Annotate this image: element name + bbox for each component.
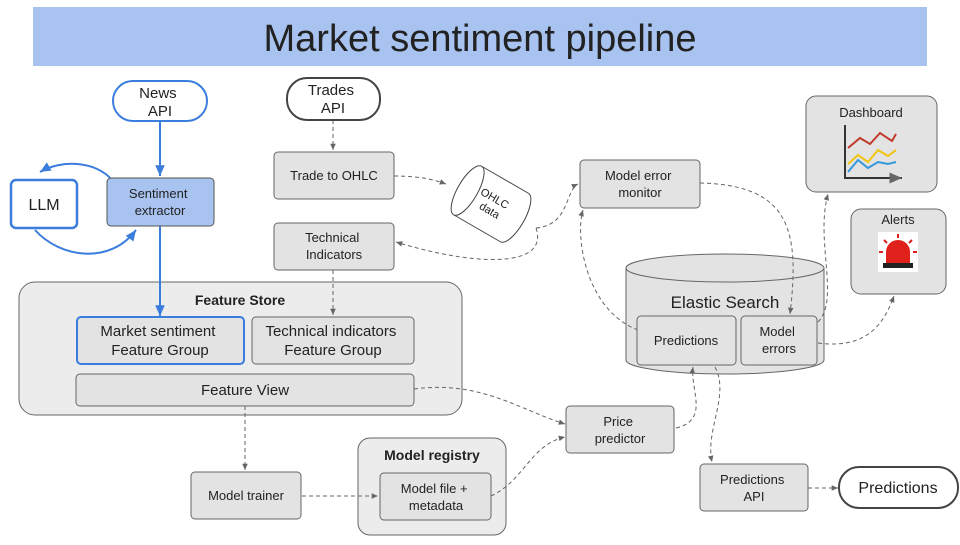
feature-view-label: Feature View [201,382,289,399]
svg-text:Model file + metadata: Model file + metadata [401,481,471,513]
model-registry-title: Model registry [384,447,480,463]
edge-llm-to-sentiment [34,229,137,255]
technical-group-line1: Technical indicators [265,323,396,340]
predictions-api-line2: API [744,489,765,504]
technical-indicators-node[interactable]: Technical Indicators [273,222,395,271]
edge-predictions-to-error-monitor [578,209,639,331]
market-sentiment-feature-group[interactable]: Market sentiment Feature Group [76,316,245,365]
predictions-output-label: Predictions [858,480,937,497]
news-api-node[interactable]: News API [112,80,208,122]
trade-to-ohlc-label: Trade to OHLC [290,168,378,183]
price-predictor-line1: Price [603,414,633,429]
svg-text:Model errors: Model errors [759,324,798,356]
edge-predictions-to-api [707,366,721,463]
title-banner: Market sentiment pipeline [33,7,927,66]
es-predictions-label: Predictions [654,333,719,348]
svg-text:Market sentiment Feature: Market sentiment Feature Group [100,323,219,359]
trades-api-line1: Trades [308,82,354,99]
model-errors-line2: errors [762,341,796,356]
technical-indicators-line2: Indicators [306,247,363,262]
model-file-line1: Model file + [401,481,468,496]
feature-view-node[interactable]: Feature View [75,373,415,407]
sentiment-extractor-node[interactable]: Sentiment extractor [106,177,215,227]
ohlc-data-node[interactable]: OHLC data [445,161,537,246]
price-predictor-node[interactable]: Price predictor [565,405,675,454]
dashboard-node[interactable]: Dashboard [805,95,938,193]
model-error-monitor-line2: monitor [618,185,662,200]
line-chart-icon [844,125,902,184]
market-sentiment-line2: Feature Group [111,342,209,359]
model-error-monitor-line1: Model error [605,168,672,183]
svg-text:Trades API: Trades API [308,82,358,117]
es-model-errors-node[interactable]: Model errors [740,315,818,366]
model-trainer-label: Model trainer [208,488,285,503]
llm-label: LLM [28,197,59,214]
predictions-api-line1: Predictions [720,472,785,487]
svg-text:Sentiment extractor: Sentiment extractor [129,186,191,218]
technical-feature-group[interactable]: Technical indicators Feature Group [251,316,415,365]
alerts-node[interactable]: Alerts [850,208,947,295]
svg-text:Technical indicators Fea: Technical indicators Feature Group [265,323,400,359]
es-predictions-node[interactable]: Predictions [636,315,737,366]
svg-text:News API: News API [139,85,181,120]
dashboard-label: Dashboard [839,105,903,120]
edge-modelfile-to-predictor [490,435,566,497]
edge-error-monitor-to-model-errors [699,182,794,315]
trades-api-line2: API [321,100,345,117]
news-api-line1: News [139,85,177,102]
sentiment-extractor-line2: extractor [135,203,186,218]
svg-text:Price predictor: Price predictor [595,414,646,446]
siren-icon [878,232,918,272]
market-sentiment-line1: Market sentiment [100,323,216,340]
elastic-search-title: Elastic Search [671,293,780,312]
model-trainer-node[interactable]: Model trainer [190,471,302,520]
model-errors-line1: Model [759,324,795,339]
news-api-line2: API [148,103,172,120]
edge-data-to-technical [395,227,539,260]
edges [34,120,895,499]
edge-sentiment-to-llm [39,162,113,181]
edge-featureview-to-predictor [413,386,566,425]
alerts-label: Alerts [881,212,915,227]
technical-indicators-line1: Technical [305,230,359,245]
predictions-api-node[interactable]: Predictions API [699,463,809,512]
model-file-line2: metadata [409,498,464,513]
edge-data-to-error-monitor [535,183,579,229]
feature-store-title: Feature Store [195,292,285,308]
svg-text:Predictions API: Predictions API [720,472,788,504]
edge-ohlc-to-data [393,175,447,185]
llm-node[interactable]: LLM [9,178,79,230]
edge-model-errors-to-alerts [817,295,895,345]
price-predictor-line2: predictor [595,431,646,446]
svg-text:Model error monitor: Model error monitor [605,168,675,200]
trades-api-node[interactable]: Trades API [286,77,381,121]
edge-predictor-to-predictions [675,366,697,429]
model-file-node[interactable]: Model file + metadata [379,472,492,521]
page-title: Market sentiment pipeline [264,18,697,60]
predictions-output-node[interactable]: Predictions [838,466,959,509]
model-error-monitor-node[interactable]: Model error monitor [579,159,701,209]
sentiment-extractor-line1: Sentiment [129,186,188,201]
trade-to-ohlc-node[interactable]: Trade to OHLC [273,151,395,200]
technical-group-line2: Feature Group [284,342,382,359]
svg-text:Technical Indicators: Technical Indicators [305,230,363,262]
edge-model-errors-to-dashboard [817,193,829,323]
